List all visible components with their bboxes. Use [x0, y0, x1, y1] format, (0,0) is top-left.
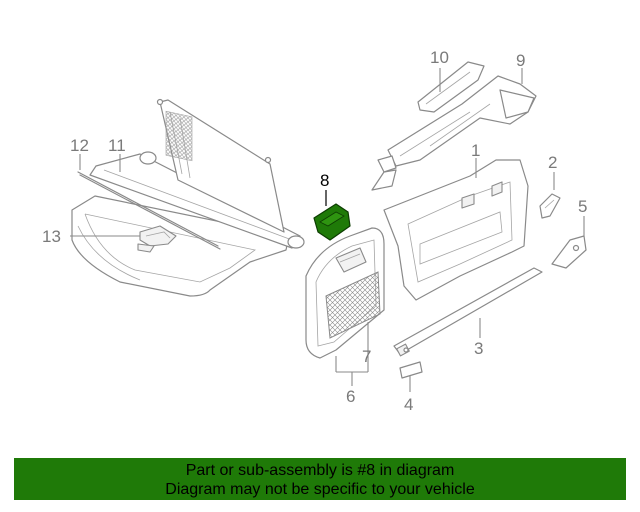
- footer-banner: Part or sub-assembly is #8 in diagram Di…: [14, 458, 626, 500]
- bracket-5[interactable]: [551, 235, 587, 269]
- highlighted-part-8[interactable]: [313, 203, 351, 241]
- callout-3: 3: [474, 339, 483, 358]
- side-trim-panel-1[interactable]: [383, 159, 529, 301]
- cargo-cover-assembly[interactable]: [71, 98, 305, 297]
- callout-13: 13: [42, 227, 61, 246]
- callout-7: 7: [362, 347, 371, 366]
- callout-5: 5: [578, 197, 587, 216]
- callout-12: 12: [70, 136, 89, 155]
- sill-strip-3[interactable]: [393, 267, 543, 357]
- callout-4: 4: [404, 395, 413, 414]
- clip-2[interactable]: [539, 193, 561, 219]
- callout-9: 9: [516, 51, 525, 70]
- callout-8: 8: [320, 171, 329, 190]
- leader-lines: [70, 68, 585, 392]
- footer-line-1: Part or sub-assembly is #8 in diagram: [185, 462, 455, 479]
- plate-4[interactable]: [399, 361, 423, 379]
- footer-line-2: Diagram may not be specific to your vehi…: [165, 481, 475, 498]
- callout-10: 10: [430, 48, 449, 67]
- callout-11: 11: [108, 136, 126, 155]
- upper-trim-rail-10[interactable]: [417, 61, 485, 113]
- callout-1: 1: [471, 141, 480, 160]
- callout-2: 2: [548, 153, 557, 172]
- callout-6: 6: [346, 387, 355, 406]
- upper-trim-rail-9[interactable]: [371, 75, 537, 191]
- storage-net-7[interactable]: [325, 271, 381, 339]
